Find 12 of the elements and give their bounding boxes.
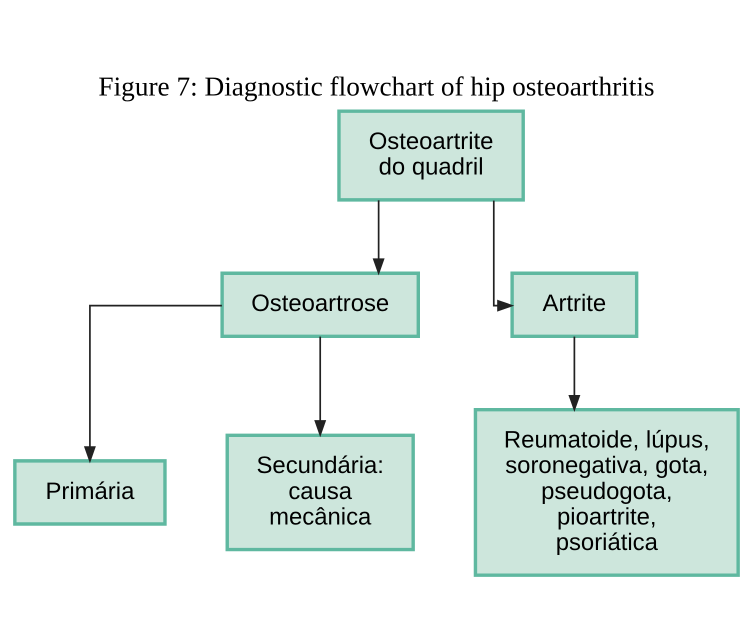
node-box: Osteoartrose	[220, 272, 420, 338]
node-box: Secundária: causa mecânica	[226, 434, 415, 552]
arrow	[492, 200, 514, 312]
arrow	[84, 304, 222, 464]
arrow	[314, 336, 326, 438]
node-box: Primária	[13, 459, 167, 526]
diagram-title: Figure 7: Diagnostic flowchart of hip osteoarthritis	[98, 71, 655, 102]
node-box: Reumatoide, lúpus, soronegativa, gota, pseudogota, pioartrite, psoriática	[474, 408, 740, 577]
arrow	[372, 200, 385, 276]
node-box: Osteoartrite do quadril	[337, 109, 525, 202]
node-box: Artrite	[510, 272, 638, 338]
arrow	[568, 336, 580, 412]
